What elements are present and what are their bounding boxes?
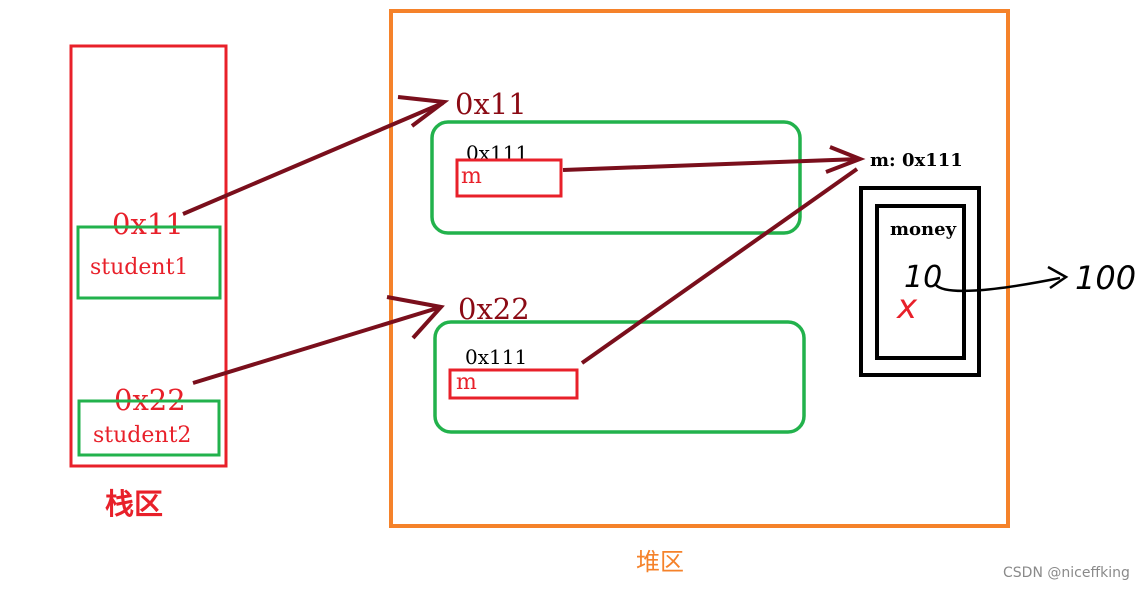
- money-new-value: 100: [1075, 259, 1136, 297]
- heap-object-1-field-box: [455, 158, 563, 198]
- money-update-arrowhead: [1047, 265, 1069, 290]
- money-object-inner-box: [875, 204, 966, 360]
- heap-object-2-field-ref: 0x111: [465, 345, 527, 369]
- money-old-value: 10: [904, 260, 942, 295]
- heap-region-box: [389, 9, 1010, 528]
- money-object-ref-label: m: 0x111: [870, 150, 963, 171]
- arrow-student2-to-object2: [192, 305, 442, 385]
- money-update-arrow: [935, 276, 1061, 293]
- heap-object-2-box: [433, 320, 806, 434]
- stack-region-box: [69, 44, 228, 468]
- stack-item-1-name: student1: [90, 255, 188, 280]
- stack-item-2-name: student2: [93, 423, 191, 448]
- arrowhead-student1: [397, 95, 450, 128]
- money-object-outer-box: [859, 186, 981, 377]
- stack-item-1-box: [76, 225, 222, 300]
- heap-object-2-field-box: [448, 368, 579, 400]
- arrowhead-student2: [386, 295, 445, 340]
- heap-object-2-field-name: m: [456, 370, 477, 395]
- heap-object-1-address: 0x11: [455, 87, 527, 121]
- money-field-name: money: [890, 219, 957, 240]
- stack-region-label: 栈区: [105, 487, 163, 521]
- stack-item-2-box: [77, 399, 221, 457]
- heap-object-1-box: [430, 120, 802, 235]
- watermark: CSDN @niceffking: [1003, 565, 1130, 581]
- stack-item-1-address: 0x11: [112, 207, 184, 241]
- heap-object-1-field-name: m: [461, 164, 482, 189]
- arrowhead-object1-field: [825, 145, 866, 174]
- arrow-student1-to-object1: [182, 101, 444, 216]
- heap-region-label: 堆区: [636, 548, 684, 576]
- money-strike-mark: x: [896, 287, 918, 327]
- arrow-object2-field-to-money: [580, 167, 859, 365]
- arrow-object1-field-to-money: [562, 157, 861, 172]
